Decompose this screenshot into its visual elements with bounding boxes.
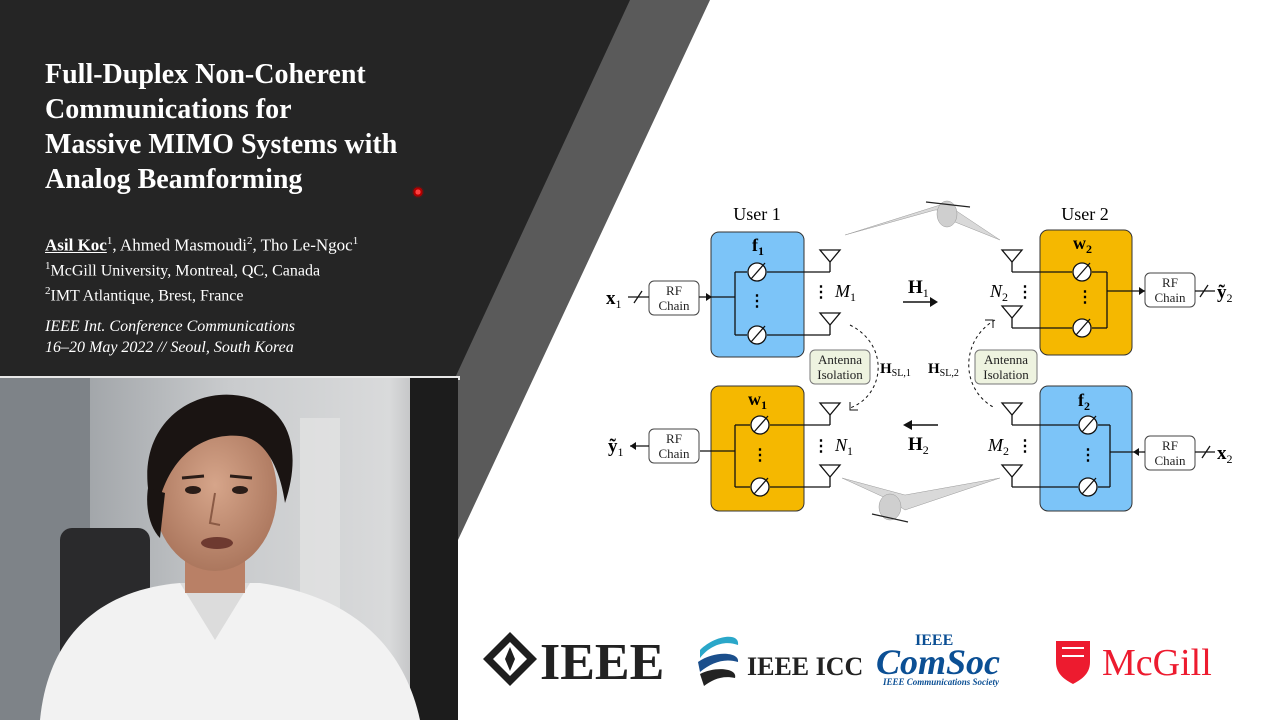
HSL1-label: HSL,1 (880, 361, 911, 379)
user2-tx-block (1039, 385, 1133, 512)
aff1-sup: 1 (45, 259, 51, 272)
author-block: Asil Koc1, Ahmed Masmoudi2, Tho Le-Ngoc1… (45, 231, 358, 306)
conference-name: IEEE Int. Conference Communications (45, 318, 296, 335)
f1-label: f1 (752, 235, 764, 258)
author-names: Asil Koc1, Ahmed Masmoudi2, Tho Le-Ngoc1 (45, 231, 358, 256)
mcgill-logo: McGill (1056, 641, 1212, 684)
H1-label: H1 (908, 277, 929, 300)
svg-text:⋮: ⋮ (752, 447, 768, 464)
author-3-sup: 1 (352, 235, 359, 247)
w2-label: w2 (1073, 233, 1092, 256)
comsoc-sub-text: IEEE Communications Society (882, 677, 1000, 687)
ieee-icc-logo: IEEE ICC (698, 636, 863, 686)
f2-label: f2 (1078, 390, 1090, 413)
svg-text:⋮: ⋮ (1017, 438, 1033, 455)
ieee-icc-text: IEEE ICC (747, 652, 863, 681)
affiliation-1: 1McGill University, Montreal, QC, Canada (45, 256, 358, 281)
beam-bottom (841, 477, 1001, 511)
user1-label: User 1 (733, 204, 781, 224)
y2-label: ỹ2 (1217, 282, 1233, 305)
x2-label: x2 (1217, 443, 1233, 466)
aff1-text: McGill University, Montreal, QC, Canada (50, 261, 321, 279)
system-diagram: User 1 User 2 f1 w1 w2 f2 (606, 200, 1233, 523)
svg-text:⋮: ⋮ (813, 438, 829, 455)
svg-text:⋮: ⋮ (1017, 284, 1033, 301)
comsoc-text: ComSoc (876, 642, 1000, 682)
laser-pointer-dot (412, 186, 424, 198)
author-1: Asil Koc (45, 235, 107, 255)
presenter-webcam-video (0, 378, 458, 720)
affiliation-2: 2IMT Atlantique, Brest, France (45, 281, 358, 306)
author-2: , Ahmed Masmoudi (112, 235, 247, 255)
rf-chain-u2-rx-l1: RF (1162, 275, 1178, 290)
rf-chain-u1-tx-l2: Chain (658, 298, 690, 313)
user2-rx-block (1039, 229, 1133, 356)
title-line-4: Analog Beamforming (45, 164, 303, 195)
mcgill-text: McGill (1102, 642, 1212, 684)
user1-tx-block (710, 231, 805, 358)
sponsor-logos: IEEE IEEE ICC IEEE ComSoc IEEE Communica… (483, 632, 1212, 691)
rf-chain-u1-rx-l1: RF (666, 431, 682, 446)
y1-label: ỹ1 (608, 436, 624, 459)
rf-chain-u1-tx-l1: RF (666, 283, 682, 298)
beam-top (844, 204, 1001, 241)
slide-title: Full-Duplex Non-Coherent Communications … (45, 57, 465, 197)
HSL2-label: HSL,2 (928, 361, 959, 379)
title-line-3: Massive MIMO Systems with (45, 129, 398, 160)
author-1-sup: 1 (106, 235, 113, 247)
svg-text:⋮: ⋮ (749, 293, 765, 310)
user1-rx-block (710, 385, 805, 512)
rf-chain-u2-tx-l2: Chain (1154, 453, 1186, 468)
svg-text:⋮: ⋮ (1077, 289, 1093, 306)
w1-label: w1 (748, 389, 767, 412)
ieee-logo: IEEE (483, 632, 664, 691)
aff2-sup: 2 (45, 284, 51, 297)
svg-text:⋮: ⋮ (1080, 447, 1096, 464)
title-line-2: Communications for (45, 94, 292, 125)
x1-label: x1 (606, 288, 622, 311)
title-line-1: Full-Duplex Non-Coherent (45, 59, 366, 90)
user2-label: User 2 (1061, 204, 1109, 224)
ieee-text: IEEE (540, 634, 664, 691)
svg-text:⋮: ⋮ (813, 284, 829, 301)
isolation-2-l2: Isolation (983, 367, 1029, 382)
M2-label: M2 (987, 435, 1009, 458)
isolation-1-l2: Isolation (817, 367, 863, 382)
author-2-sup: 2 (246, 235, 253, 247)
N1-label: N1 (834, 435, 853, 458)
M1-label: M1 (834, 281, 856, 304)
conference-date-place: 16–20 May 2022 // Seoul, South Korea (45, 339, 294, 356)
comsoc-logo: IEEE ComSoc IEEE Communications Society (876, 632, 1000, 687)
rf-chain-u1-rx-l2: Chain (658, 446, 690, 461)
author-3: , Tho Le-Ngoc (252, 235, 353, 255)
isolation-1-l1: Antenna (818, 352, 862, 367)
isolation-2-l1: Antenna (984, 352, 1028, 367)
H2-label: H2 (908, 434, 929, 457)
comsoc-top-text: IEEE (915, 632, 953, 649)
rf-chain-u2-rx-l2: Chain (1154, 290, 1186, 305)
rf-chain-u2-tx-l1: RF (1162, 438, 1178, 453)
aff2-text: IMT Atlantique, Brest, France (50, 287, 244, 305)
N2-label: N2 (989, 281, 1008, 304)
conference-info: IEEE Int. Conference Communications 16–2… (45, 316, 295, 358)
